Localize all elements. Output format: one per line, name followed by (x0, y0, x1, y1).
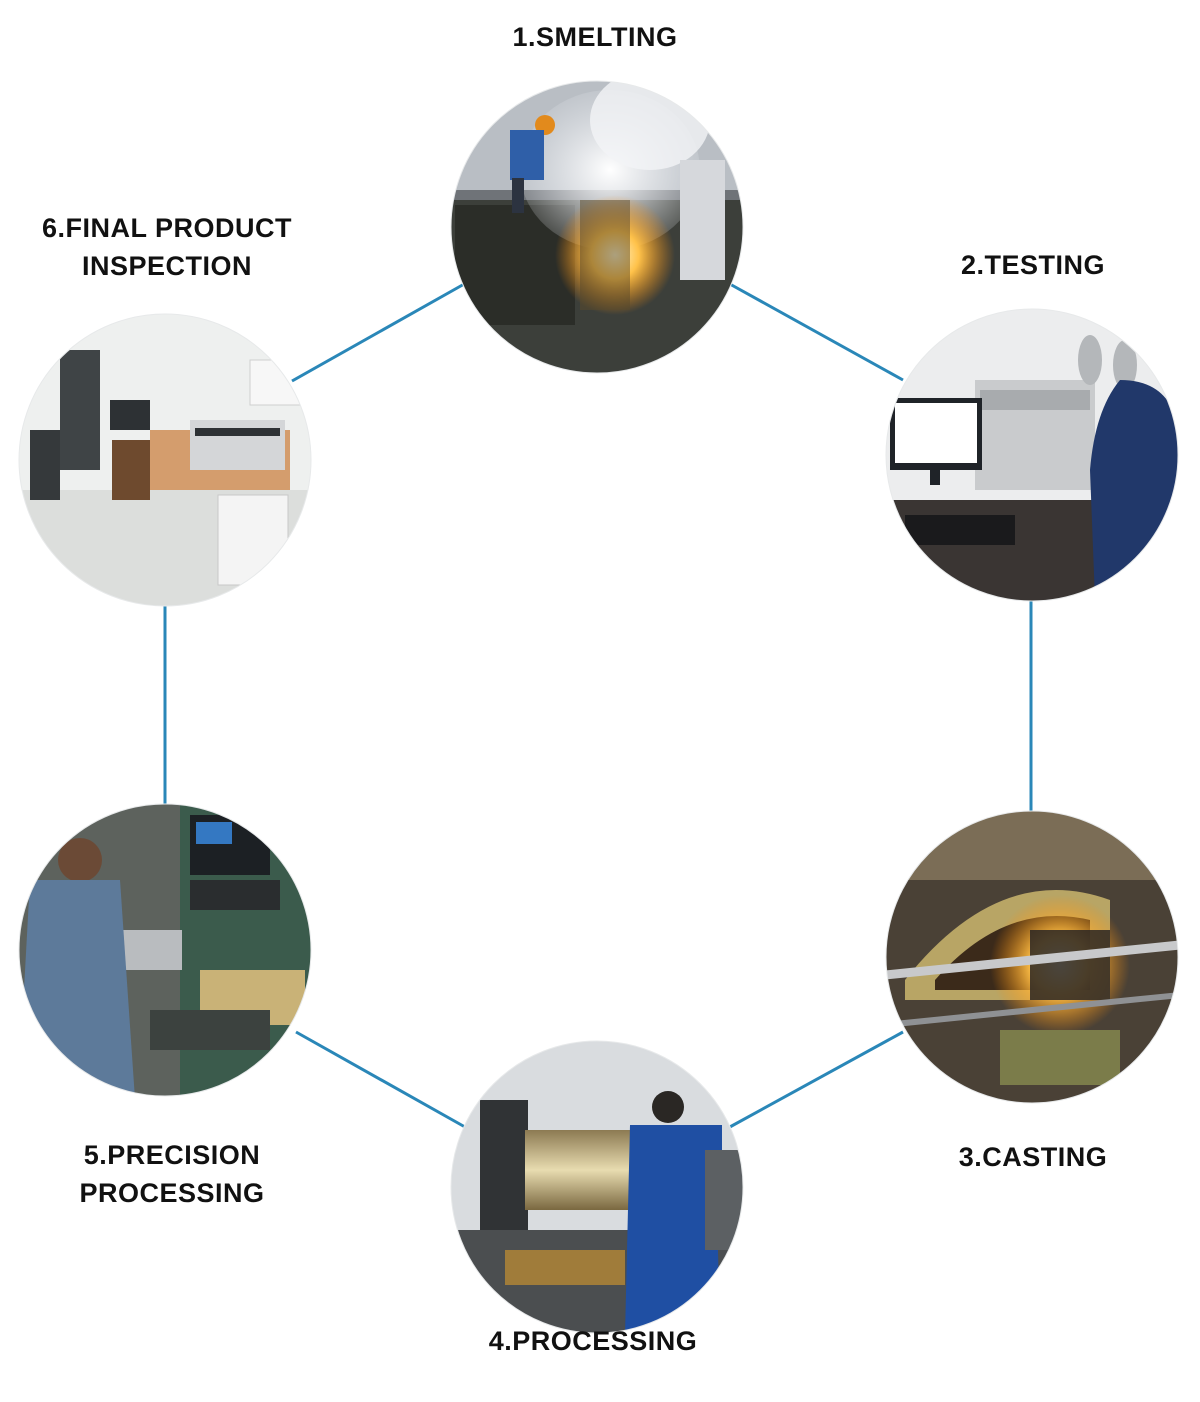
step-6-label: 6.FINAL PRODUCT INSPECTION (41, 213, 292, 281)
connector-3-4 (727, 1030, 904, 1130)
step-4-photo (451, 1041, 743, 1333)
connector-4-5 (295, 1030, 466, 1129)
step-5-photo (19, 804, 311, 1096)
step-1-label: 1.SMELTING (512, 22, 678, 52)
connector-6-1 (291, 281, 467, 383)
worker-figure (510, 115, 555, 213)
step-2-label: 2.TESTING (960, 250, 1106, 280)
step-6-photo (19, 314, 311, 606)
step-1-photo (451, 81, 743, 373)
connector-1-2 (727, 281, 904, 382)
connector-lines (163, 281, 1033, 1130)
step-5-label: 5.PRECISION PROCESSING (79, 1140, 265, 1208)
step-4-label: 4.PROCESSING (488, 1326, 698, 1356)
step-3-label: 3.CASTING (958, 1142, 1108, 1172)
step-2-photo (886, 309, 1178, 601)
